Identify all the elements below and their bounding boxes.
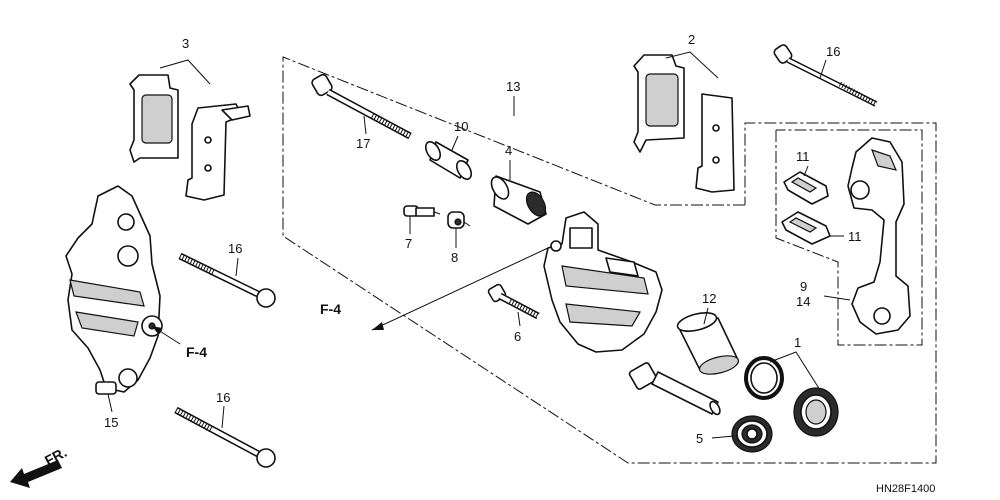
f4-reference-center: F-4 xyxy=(320,301,341,317)
leader-17 xyxy=(363,115,367,135)
callout-10: 10 xyxy=(454,119,468,134)
leader-16-left-upper xyxy=(235,257,239,277)
callout-15: 15 xyxy=(104,415,118,430)
callout-5: 5 xyxy=(696,431,703,446)
bleeder-valve-7[interactable] xyxy=(403,205,441,217)
caliper-body-center[interactable] xyxy=(543,211,663,353)
callout-2: 2 xyxy=(688,32,695,47)
group-outline-9-14 xyxy=(775,129,923,346)
f4-reference-arrow-center xyxy=(371,247,549,331)
bolt-16-left-upper[interactable] xyxy=(178,252,276,308)
diagram-code: HN28F1400 xyxy=(876,483,935,495)
pad-retainer-11a[interactable] xyxy=(783,171,829,205)
group-outline-13 xyxy=(282,56,937,464)
caliper-bracket-9-14[interactable] xyxy=(847,137,911,335)
caliper-assembly-15[interactable] xyxy=(65,185,163,395)
boot-4[interactable] xyxy=(488,174,549,225)
bleeder-cap-8[interactable] xyxy=(447,211,471,229)
pad-retainer-11b[interactable] xyxy=(781,211,831,245)
callout-4: 4 xyxy=(505,143,512,158)
callout-9: 9 xyxy=(800,279,807,294)
bolt-16-top[interactable] xyxy=(773,43,878,107)
callout-13: 13 xyxy=(506,79,520,94)
sleeve-10[interactable] xyxy=(423,139,474,181)
callout-3: 3 xyxy=(182,36,189,51)
leader-1 xyxy=(769,351,821,391)
callout-11b: 11 xyxy=(848,229,862,244)
callout-16-left-lower: 16 xyxy=(216,390,230,405)
leader-10 xyxy=(451,135,459,151)
slide-pin[interactable] xyxy=(628,362,721,416)
callout-14: 14 xyxy=(796,294,810,309)
boot-5[interactable] xyxy=(731,415,773,453)
piston-seal-set-1[interactable] xyxy=(744,356,839,437)
leader-15 xyxy=(107,393,113,413)
brake-pad-set-3[interactable] xyxy=(129,74,251,201)
callout-11a: 11 xyxy=(796,149,810,164)
leader-11a xyxy=(803,165,809,177)
leader-3 xyxy=(159,59,211,85)
leader-16-left-lower xyxy=(221,405,225,429)
leader-16-top xyxy=(819,59,827,79)
piston-12[interactable] xyxy=(676,309,741,377)
f4-reference-arrow-left xyxy=(151,325,181,345)
leader-2 xyxy=(665,51,719,79)
leader-12 xyxy=(703,307,709,325)
callout-1: 1 xyxy=(794,335,801,350)
bolt-6[interactable] xyxy=(487,283,540,320)
pin-bolt-17[interactable] xyxy=(311,73,412,140)
callout-7: 7 xyxy=(405,236,412,251)
f4-reference-left: F-4 xyxy=(186,344,207,360)
callout-16-top: 16 xyxy=(826,44,840,59)
leader-6 xyxy=(517,311,521,327)
callout-12: 12 xyxy=(702,291,716,306)
bolt-16-left-lower[interactable] xyxy=(174,406,276,468)
callout-8: 8 xyxy=(451,250,458,265)
leader-9-14 xyxy=(823,295,851,301)
callout-16-left-upper: 16 xyxy=(228,241,242,256)
callout-6: 6 xyxy=(514,329,521,344)
front-direction-arrow xyxy=(10,460,62,488)
callout-17: 17 xyxy=(356,136,370,151)
brake-pad-set-2[interactable] xyxy=(633,54,735,193)
leader-5 xyxy=(711,435,735,439)
